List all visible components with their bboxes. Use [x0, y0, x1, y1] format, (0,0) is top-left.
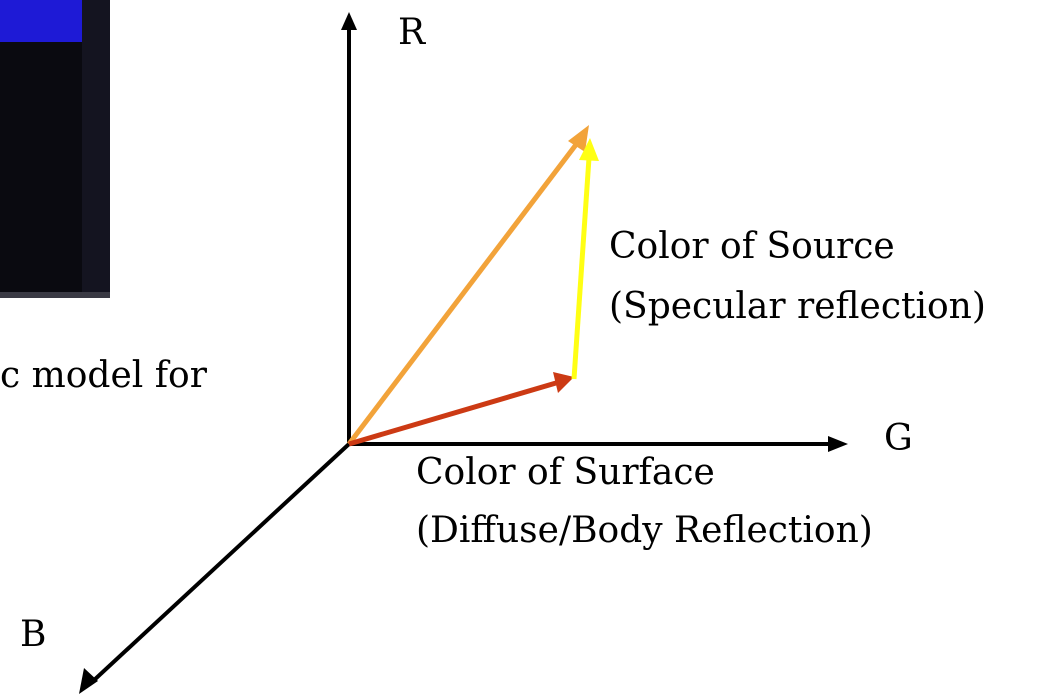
b-axis-arrowhead: [79, 668, 98, 694]
source-vector-subtitle: (Specular reflection): [609, 286, 986, 327]
g-axis-label: G: [884, 418, 913, 459]
source-color-vector: [571, 157, 592, 380]
r-axis-label: R: [398, 12, 426, 53]
photo-dark-edge: [82, 0, 110, 298]
surface-color-vector: [348, 380, 557, 447]
surface-vector-title: Color of Surface: [416, 452, 715, 493]
b-axis: [90, 442, 351, 684]
g-axis-arrowhead: [828, 436, 848, 452]
r-axis-arrowhead: [341, 12, 357, 30]
b-axis-label: B: [20, 614, 47, 655]
source-vector-title: Color of Source: [609, 226, 895, 267]
photo-blue-region: [0, 0, 82, 42]
cropped-photo: [0, 0, 110, 298]
resultant-color-vector: [347, 140, 580, 446]
resultant-color-arrowhead: [568, 125, 589, 152]
partial-caption-text: c model for: [0, 355, 207, 396]
source-color-arrowhead: [579, 138, 599, 161]
surface-color-arrowhead: [553, 372, 574, 393]
surface-vector-subtitle: (Diffuse/Body Reflection): [416, 510, 873, 551]
photo-bottom-border: [0, 292, 110, 298]
